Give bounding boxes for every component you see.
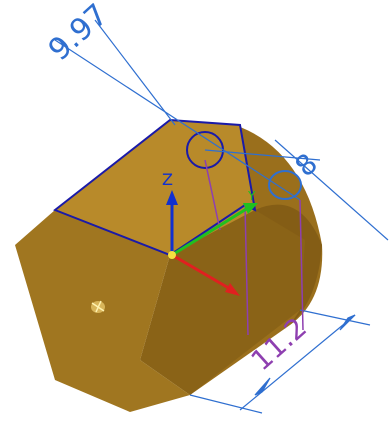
dimension-lines[interactable]	[54, 19, 389, 414]
hex-prism-part[interactable]	[15, 120, 323, 412]
sketch-circle-2[interactable]	[268, 170, 302, 200]
part-front-face	[140, 210, 305, 395]
height-dimension-line[interactable]	[239, 314, 356, 411]
height-extension-bottom	[189, 394, 263, 414]
x-axis	[171, 253, 233, 292]
x-axis-arrow	[225, 283, 240, 296]
length-extension-right	[274, 139, 389, 241]
part-top-face	[55, 120, 255, 255]
dimension-arrow-icon	[254, 377, 271, 396]
diameter-leader[interactable]	[204, 149, 321, 161]
triad-origin	[168, 251, 176, 259]
z-axis-arrow	[166, 190, 178, 205]
hole-feature-mark	[91, 300, 105, 313]
part-shadow	[255, 204, 322, 325]
height-extension-top	[299, 309, 371, 326]
length-dimension-value[interactable]: 9.97	[42, 0, 115, 68]
length-dimension-line[interactable]	[54, 39, 301, 201]
y-axis-arrow	[243, 203, 258, 214]
dimension-arrow-icon-2	[339, 314, 356, 331]
y-axis	[171, 206, 249, 257]
construction-lines	[204, 159, 304, 336]
length-extension-left	[94, 19, 176, 126]
triad-y-label: Y	[247, 189, 256, 203]
coordinate-triad-icon[interactable]: Z Y	[162, 170, 258, 296]
triad-z-label: Z	[162, 170, 173, 189]
